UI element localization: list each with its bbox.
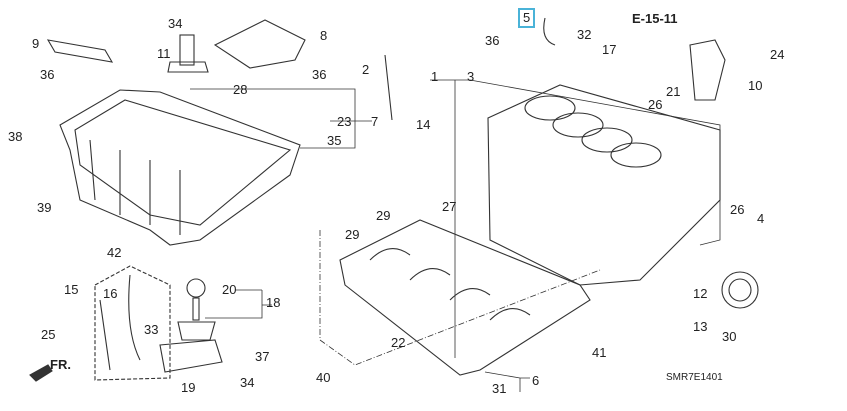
callout: 27 bbox=[442, 199, 457, 214]
lower-block bbox=[339, 219, 591, 376]
callout: 18 bbox=[266, 295, 281, 310]
callout-highlighted: 5 bbox=[518, 8, 536, 28]
oil-pan bbox=[59, 89, 301, 246]
callout: 19 bbox=[181, 380, 196, 395]
callout: 28 bbox=[233, 82, 248, 97]
drawing-code: SMR7E1401 bbox=[666, 372, 723, 383]
callout: 2 bbox=[362, 62, 370, 77]
callout: 15 bbox=[64, 282, 79, 297]
callout: 6 bbox=[532, 373, 540, 388]
small-parts bbox=[29, 17, 759, 382]
callout: 34 bbox=[240, 375, 255, 390]
callout: 30 bbox=[722, 329, 737, 344]
callout: 38 bbox=[8, 129, 23, 144]
callout: 14 bbox=[416, 117, 431, 132]
callout: 33 bbox=[144, 322, 159, 337]
callout: 36 bbox=[485, 33, 500, 48]
callout: 22 bbox=[391, 335, 406, 350]
callout: 32 bbox=[577, 27, 592, 42]
callout: 36 bbox=[312, 67, 327, 82]
front-arrow-label: FR. bbox=[50, 357, 71, 372]
callout: 40 bbox=[316, 370, 331, 385]
reference-label: E-15-11 bbox=[632, 11, 678, 26]
callout: 29 bbox=[376, 208, 391, 223]
callout: 12 bbox=[693, 286, 708, 301]
callout: 25 bbox=[41, 327, 56, 342]
callout: 35 bbox=[327, 133, 342, 148]
callout: 17 bbox=[602, 42, 617, 57]
callout: 4 bbox=[757, 211, 765, 226]
callout: 37 bbox=[255, 349, 270, 364]
callout: 29 bbox=[345, 227, 360, 242]
callout: 26 bbox=[730, 202, 745, 217]
callout: 26 bbox=[648, 97, 663, 112]
callout: 41 bbox=[592, 345, 607, 360]
callout: 3 bbox=[467, 69, 475, 84]
callout: 21 bbox=[666, 84, 681, 99]
callout: 23 bbox=[337, 114, 352, 129]
callout: 8 bbox=[320, 28, 328, 43]
callout: 7 bbox=[371, 114, 379, 129]
callout: 1 bbox=[431, 69, 439, 84]
callout: 39 bbox=[37, 200, 52, 215]
callout: 11 bbox=[157, 46, 171, 61]
callout: 31 bbox=[492, 381, 507, 396]
callout: 13 bbox=[693, 319, 708, 334]
callout: 20 bbox=[222, 282, 237, 297]
callout: 16 bbox=[103, 286, 118, 301]
callout: 34 bbox=[168, 16, 183, 31]
callout: 36 bbox=[40, 67, 55, 82]
callout: 24 bbox=[770, 47, 785, 62]
cylinder-block bbox=[487, 84, 721, 286]
callout: 10 bbox=[748, 78, 763, 93]
callout: 42 bbox=[107, 245, 122, 260]
callout: 9 bbox=[32, 36, 40, 51]
leader-lines bbox=[190, 79, 721, 392]
